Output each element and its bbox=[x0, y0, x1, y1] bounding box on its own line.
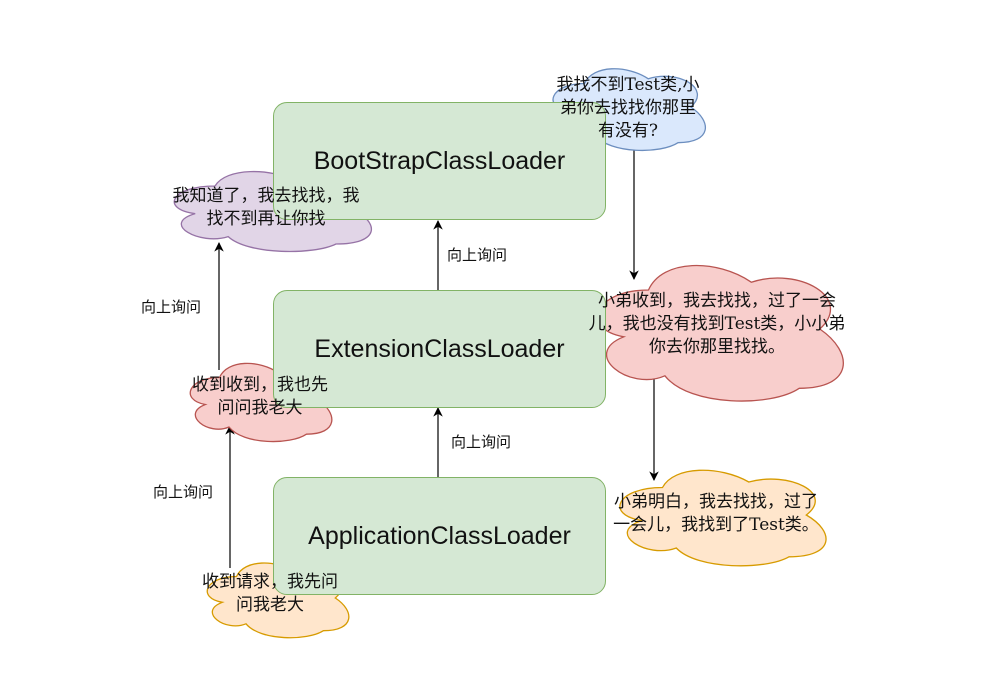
cloud-group bbox=[173, 68, 844, 639]
connector-group bbox=[214, 150, 659, 568]
edge-label-cloud-red-up: 向上询问 bbox=[141, 298, 202, 316]
cloud-text-line: 收到收到，我也先 bbox=[192, 375, 328, 395]
cloud-text-line: 有没有? bbox=[597, 121, 659, 141]
cloud-text-line: 小弟明白，我去找找，过了 bbox=[614, 492, 818, 512]
node-application-classloader[interactable]: ApplicationClassLoader bbox=[273, 477, 606, 595]
cloud-text-purple: 我知道了，我去找找，我 找不到再让你找 bbox=[136, 185, 396, 231]
cloud-text-red-right: 小弟收到，我去找找，过了一会 儿，我也没有找到Test类，小小弟 你去你那里找找… bbox=[557, 290, 877, 359]
cloud-text-line: 找不到再让你找 bbox=[206, 209, 326, 229]
cloud-text-line: 一会儿，我找到了Test类。 bbox=[613, 515, 819, 535]
cloud-orange-right bbox=[619, 469, 827, 567]
node-extension-label: ExtensionClassLoader bbox=[314, 334, 565, 363]
cloud-text-line: 我知道了，我去找找，我 bbox=[172, 186, 360, 206]
cloud-text-line: 弟你去找找你那里 bbox=[560, 98, 696, 118]
cloud-text-blue: 我找不到Test类,小 弟你去找找你那里 有没有? bbox=[530, 74, 726, 143]
cloud-text-line: 小弟收到，我去找找，过了一会 bbox=[598, 291, 836, 311]
cloud-text-line: 你去你那里找找。 bbox=[649, 337, 785, 357]
node-bootstrap-label: BootStrapClassLoader bbox=[313, 146, 566, 175]
node-extension-classloader[interactable]: ExtensionClassLoader bbox=[273, 290, 606, 408]
cloud-text-red-left: 收到收到，我也先 问问我老大 bbox=[160, 374, 360, 420]
cloud-text-line: 问问我老大 bbox=[217, 398, 303, 418]
cloud-text-line: 我找不到Test类,小 bbox=[556, 75, 700, 95]
cloud-text-line: 收到请求，我先问 bbox=[202, 572, 338, 592]
cloud-red-right bbox=[597, 264, 844, 402]
cloud-text-orange-right: 小弟明白，我去找找，过了 一会儿，我找到了Test类。 bbox=[588, 491, 844, 537]
node-application-label: ApplicationClassLoader bbox=[308, 521, 571, 550]
edge-label-cloud-orange-up: 向上询问 bbox=[153, 483, 214, 501]
cloud-text-orange-left: 收到请求，我先问 问我老大 bbox=[170, 571, 370, 617]
edge-label-app-to-ext: 向上询问 bbox=[451, 433, 512, 451]
node-bootstrap-classloader[interactable]: BootStrapClassLoader bbox=[273, 102, 606, 220]
cloud-text-line: 儿，我也没有找到Test类，小小弟 bbox=[588, 314, 846, 334]
cloud-text-line: 问我老大 bbox=[236, 595, 304, 615]
edge-label-ext-to-boot: 向上询问 bbox=[447, 246, 508, 264]
